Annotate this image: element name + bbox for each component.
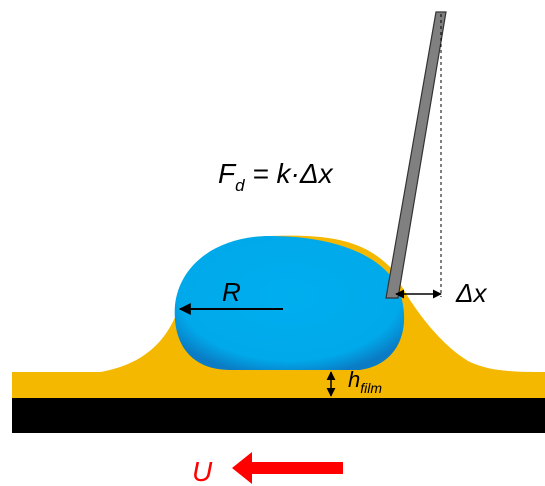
film-label-sub: film: [360, 380, 382, 396]
velocity-arrow: [232, 452, 343, 484]
film-label-main: h: [348, 367, 360, 392]
force-equation: Fd = k·Δx: [218, 158, 334, 195]
equation-rhs: = k·Δx: [245, 158, 334, 189]
radius-label: R: [222, 277, 241, 307]
droplet: [174, 236, 405, 370]
velocity-label: U: [192, 456, 213, 486]
film-thickness-label: hfilm: [348, 367, 382, 396]
deflection-label: Δx: [455, 278, 487, 308]
substrate: [12, 398, 545, 433]
cantilever: [385, 11, 447, 299]
equation-lhs-sub: d: [235, 176, 245, 195]
equation-lhs: F: [218, 158, 237, 189]
